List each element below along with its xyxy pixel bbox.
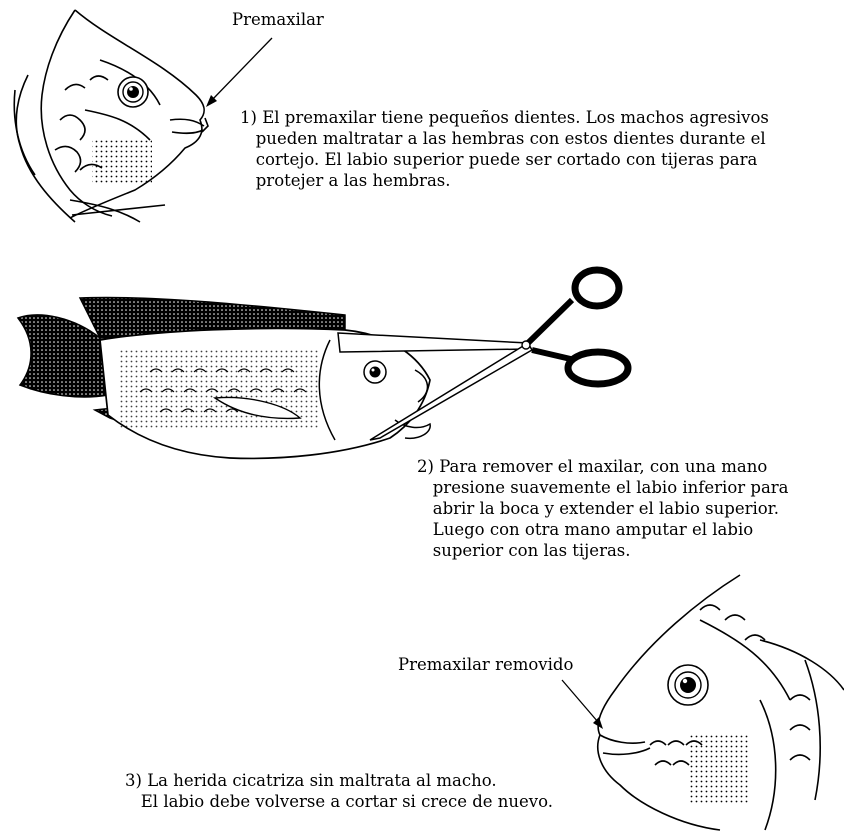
fish-eye-middle: [364, 361, 386, 383]
fish-head-bottom-scales: [690, 735, 750, 805]
step-1-line-3: cortejo. El labio superior puede ser cor…: [256, 150, 758, 169]
arrow-premaxilar: [206, 38, 272, 107]
label-premaxilar-removido: Premaxilar removido: [398, 655, 573, 674]
fish-eye-bottom: [668, 665, 708, 705]
step-1-line-1: El premaxilar tiene pequeños dientes. Lo…: [262, 108, 769, 127]
step-2-line-3: abrir la boca y extender el labio superi…: [433, 499, 779, 518]
step-1-line-4: protejer a las hembras.: [256, 171, 451, 190]
fish-head-top: [14, 10, 208, 222]
step-2-line-2: presione suavemente el labio inferior pa…: [433, 478, 789, 497]
step-2-text: 2) Para remover el maxilar, con una mano…: [417, 456, 789, 561]
step-2-number: 2): [417, 456, 434, 477]
step-3-text: 3) La herida cicatriza sin maltrata al m…: [125, 770, 553, 812]
fish-head-top-scales: [92, 140, 152, 185]
step-3-number: 3): [125, 770, 142, 791]
step-1-number: 1): [240, 107, 257, 128]
step-3-line-2: El labio debe volverse a cortar si crece…: [141, 792, 553, 811]
step-1-text: 1) El premaxilar tiene pequeños dientes.…: [240, 107, 769, 191]
step-2-line-1: Para remover el maxilar, con una mano: [439, 457, 767, 476]
label-premaxilar: Premaxilar: [232, 10, 324, 29]
step-3-line-1: La herida cicatriza sin maltrata al mach…: [147, 771, 496, 790]
arrow-premaxilar-removido: [562, 680, 603, 729]
fish-eye-top: [118, 77, 148, 107]
step-2-line-4: Luego con otra mano amputar el labio: [433, 520, 753, 539]
step-2-line-5: superior con las tijeras.: [433, 541, 631, 560]
step-1-line-2: pueden maltratar a las hembras con estos…: [256, 129, 766, 148]
